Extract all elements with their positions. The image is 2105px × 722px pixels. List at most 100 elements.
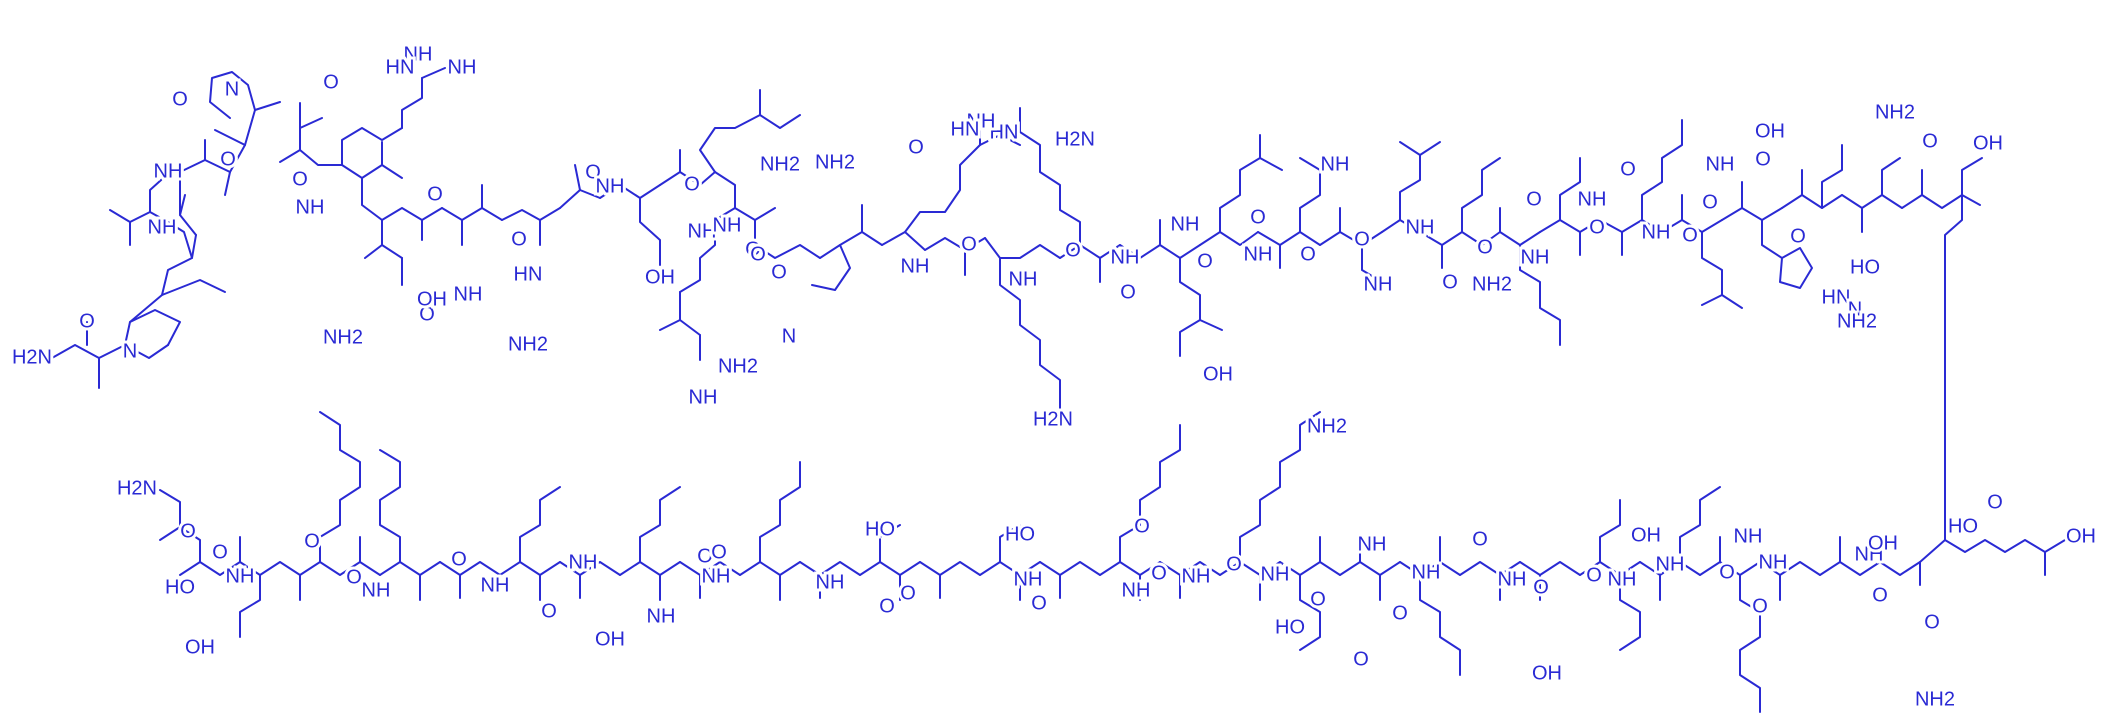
bond-114	[159, 526, 181, 541]
top-atom-label-75: HO	[1850, 256, 1880, 278]
bond-108	[1881, 157, 1901, 196]
top-atom-label-53: NH	[1321, 153, 1350, 175]
bottom-atom-label-18: O	[697, 545, 713, 567]
bond-113	[159, 489, 201, 576]
bottom-atom-label-7: O	[304, 530, 320, 552]
top-atom-label-70: OH	[1755, 120, 1785, 142]
bottom-atom-label-25: HO	[1005, 523, 1035, 545]
top-atom-label-11: NH	[404, 43, 433, 65]
bond-124	[379, 449, 401, 563]
bond-89	[1519, 244, 1561, 346]
top-atom-label-42: NH	[1009, 268, 1038, 290]
bond-189	[1944, 539, 2066, 553]
bottom-atom-label-47: OH	[1631, 524, 1661, 546]
top-atom-label-69: O	[1755, 148, 1771, 170]
top-atom-label-19: NH	[454, 283, 483, 305]
bond-86	[1461, 157, 1501, 233]
bottom-atom-label-20: O	[711, 541, 727, 563]
bottom-atom-label-15: NH	[569, 551, 598, 573]
top-atom-label-26: NH	[688, 220, 717, 242]
bond-17	[214, 129, 246, 146]
bottom-atom-label-10: O	[346, 566, 362, 588]
bottom-atom-label-31: NH	[1182, 565, 1211, 587]
bond-154	[1119, 424, 1181, 563]
bond-100	[1721, 207, 1783, 221]
top-atom-label-30: O	[750, 243, 766, 265]
bond-66	[1019, 107, 1081, 246]
bottom-atom-label-16: OH	[595, 628, 625, 650]
top-atom-label-49: OH	[1203, 363, 1233, 385]
top-atom-label-1: H2N	[12, 346, 52, 368]
bond-158	[1219, 561, 1281, 576]
top-atom-label-7: NH	[148, 216, 177, 238]
bond-40	[599, 184, 661, 199]
top-atom-label-13: NH	[448, 56, 477, 78]
bond-84	[1419, 231, 1483, 246]
top-atom-label-52: O	[1300, 243, 1316, 265]
bond-99	[1701, 294, 1723, 306]
top-atom-label-60: NH	[1521, 246, 1550, 268]
bond-75	[1257, 231, 1321, 246]
bottom-atom-label-8: NH2	[323, 326, 363, 348]
bond-156	[1159, 561, 1221, 576]
bond-22	[279, 149, 301, 163]
bond-167	[1399, 561, 1461, 576]
bond-180	[1699, 561, 1761, 576]
bond-70	[1179, 257, 1201, 357]
bond-126	[439, 561, 501, 576]
bond-182	[1739, 574, 1761, 713]
bond-151	[1039, 561, 1101, 576]
bond-1	[51, 344, 169, 359]
top-atom-label-59: NH2	[1472, 273, 1512, 295]
top-atom-label-40: NH	[901, 255, 930, 277]
bond-61	[904, 231, 986, 251]
bond-18	[209, 71, 256, 119]
bond-172	[1519, 561, 1581, 576]
bond-11	[179, 194, 197, 236]
bond-5	[129, 234, 197, 323]
bond-168	[1419, 574, 1461, 676]
bond-179	[1679, 486, 1721, 563]
bond-164	[1339, 561, 1401, 576]
bottom-atom-label-9: NH	[362, 579, 391, 601]
top-atom-label-68: NH	[1706, 153, 1735, 175]
bond-159	[1239, 411, 1321, 563]
top-atom-label-72: HN	[1822, 286, 1851, 308]
bottom-atom-label-13: O	[451, 548, 467, 570]
bottom-atom-label-43: OH	[1532, 662, 1562, 684]
top-atom-label-37: H2N	[1055, 128, 1095, 150]
bottom-atom-label-36: HO	[1275, 616, 1305, 638]
top-atom-label-63: O	[1589, 216, 1605, 238]
top-atom-label-48: O	[1197, 250, 1213, 272]
top-atom-label-77: NH2	[1875, 101, 1915, 123]
bottom-atom-label-49: O	[1719, 561, 1735, 583]
top-atom-label-54: O	[1354, 228, 1370, 250]
top-atom-label-29: NH	[713, 214, 742, 236]
top-atom-label-45: NH	[1111, 246, 1140, 268]
top-atom-label-9: O	[323, 71, 339, 93]
bottom-atom-label-45: O	[1586, 564, 1602, 586]
top-atom-label-66: O	[1682, 224, 1698, 246]
bond-64	[999, 257, 1061, 411]
bottom-atom-label-29: NH	[1122, 579, 1151, 601]
bond-95	[1641, 119, 1683, 221]
bottom-atom-label-51: O	[1752, 595, 1768, 617]
top-atom-label-25: O	[684, 173, 700, 195]
bond-174	[1579, 561, 1641, 576]
bond-10	[109, 209, 131, 223]
top-atom-label-15: NH	[296, 196, 325, 218]
bond-8	[149, 171, 171, 223]
bond-15	[224, 171, 231, 196]
bond-185	[1819, 561, 1881, 576]
bottom-atom-label-5: NH	[226, 565, 255, 587]
bottom-atom-label-3: HO	[165, 576, 195, 598]
bottom-atom-label-30: O	[1151, 562, 1167, 584]
bond-153	[1099, 561, 1161, 576]
bottom-atom-label-4: O	[212, 541, 228, 563]
bond-74	[1259, 157, 1283, 171]
bottom-atom-label-23: NH	[816, 571, 845, 593]
bottom-atom-label-24: O	[900, 582, 916, 604]
bond-141	[799, 561, 861, 576]
